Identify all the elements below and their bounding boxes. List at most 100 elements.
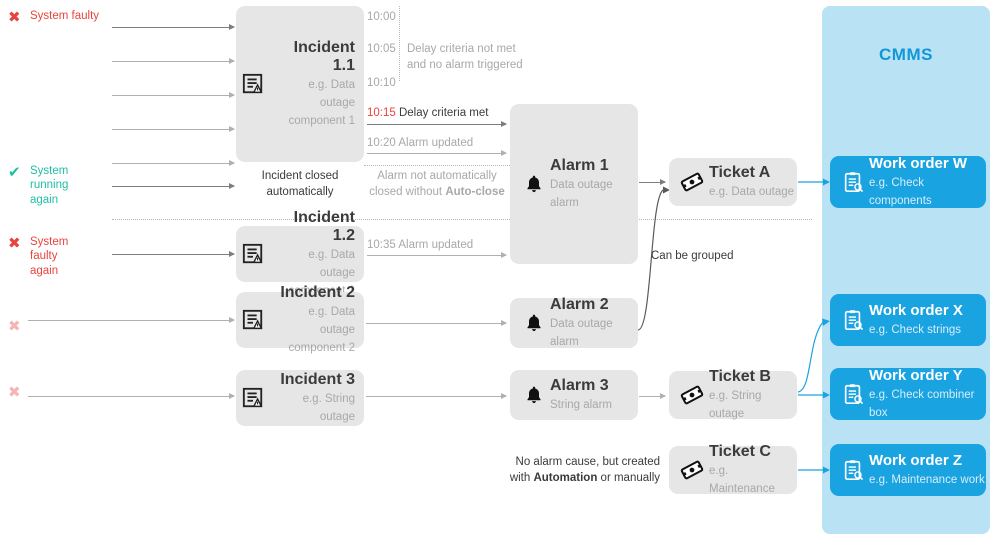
arrow-head xyxy=(229,392,235,399)
incident-1-2-text: Incident 1.2 e.g. Data outage component … xyxy=(270,209,364,299)
incident-document-icon xyxy=(236,387,270,409)
work-order-title: Work order Z xyxy=(869,452,963,469)
incident-subtitle: e.g. String outage xyxy=(302,393,355,423)
incident-1-2-node[interactable]: Incident 1.2 e.g. Data outage component … xyxy=(236,209,364,297)
arrow-head xyxy=(823,178,830,186)
ticket-title: Ticket A xyxy=(709,164,771,181)
alarm-1-node[interactable]: Alarm 1 Data outage alarm xyxy=(510,104,638,264)
automation-emphasis: Automation xyxy=(533,471,598,484)
status-system-running-again: ✔ System running again xyxy=(8,164,88,207)
incident-title: Incident 1.2 xyxy=(293,209,355,244)
can-be-grouped-curve xyxy=(637,189,664,331)
alarm3-to-ticketb-line xyxy=(639,396,665,397)
ticket-a-text: Ticket A e.g. Data outage xyxy=(709,164,797,200)
ticketb-to-wox-curve xyxy=(797,321,824,393)
timeline-dotted-connector xyxy=(399,6,400,81)
arrow-head xyxy=(663,186,670,194)
auto-close-emphasis: Auto-close xyxy=(445,185,505,198)
incident-1-1-node[interactable]: Incident 1.1 e.g. Data outage component … xyxy=(236,6,364,162)
cmms-title: CMMS xyxy=(879,45,933,64)
work-order-subtitle: e.g. Check strings xyxy=(869,324,962,336)
timeline-arrow-line xyxy=(367,153,506,154)
arrow-head xyxy=(229,316,235,323)
alarm-not-closed-text: Alarm not automatically closed without xyxy=(369,170,497,198)
ticket-subtitle: e.g. String outage xyxy=(709,390,762,420)
work-order-x-text: Work order X e.g. Check strings xyxy=(869,302,986,338)
ticket-b-text: Ticket B e.g. String outage xyxy=(709,368,797,422)
timeline-arrow-line xyxy=(28,320,234,321)
clipboard-icon xyxy=(830,309,869,331)
ticket-title: Ticket B xyxy=(709,368,771,385)
arrow-head xyxy=(823,466,830,474)
no-alarm-cause-post: or manually xyxy=(597,471,660,484)
arrow-head xyxy=(501,319,507,326)
timeline-divider xyxy=(112,219,812,220)
status-system-faulty: ✖ System faulty xyxy=(8,9,100,26)
arrow-head xyxy=(229,250,235,257)
note-divider-top xyxy=(364,165,510,166)
incident-2-node[interactable]: Incident 2 e.g. Data outage component 2 xyxy=(236,284,364,354)
cross-icon: ✖ xyxy=(8,9,21,26)
work-order-title: Work order X xyxy=(869,302,963,319)
arrow-head xyxy=(229,91,235,98)
timeline-arrow-line xyxy=(112,27,234,28)
ticket-a-node[interactable]: Ticket A e.g. Data outage xyxy=(669,158,797,206)
ticket-c-node[interactable]: Ticket C e.g. Maintenance xyxy=(669,443,797,497)
alarm-2-node[interactable]: Alarm 2 Data outage alarm xyxy=(510,296,638,348)
incident2-to-alarm2-line xyxy=(366,323,506,324)
alarm-title: Alarm 1 xyxy=(550,157,609,174)
clipboard-icon xyxy=(830,459,869,481)
timeline-arrow-line xyxy=(112,95,234,96)
status-label: System running again xyxy=(30,165,69,206)
no-alarm-cause-note: No alarm cause, but created with Automat… xyxy=(500,455,660,486)
ticket-subtitle: e.g. Maintenance xyxy=(709,465,775,495)
incident-subtitle: e.g. Data outage component 1 xyxy=(288,79,356,127)
alarm-subtitle: Data outage alarm xyxy=(550,179,613,209)
ticket-icon xyxy=(669,383,709,407)
work-order-subtitle: e.g. Check combiner box xyxy=(869,389,975,419)
incident-document-icon xyxy=(236,243,270,265)
arrow-head xyxy=(501,251,507,258)
ticket-title: Ticket C xyxy=(709,443,771,460)
cross-icon: ✖ xyxy=(8,318,21,335)
incident-3-node[interactable]: Incident 3 e.g. String outage xyxy=(236,370,364,426)
check-icon: ✔ xyxy=(8,164,21,181)
work-order-y-text: Work order Y e.g. Check combiner box xyxy=(869,367,986,421)
timeline-arrow-line xyxy=(28,396,234,397)
timeline-arrow-line xyxy=(112,129,234,130)
arrow-head xyxy=(229,125,235,132)
timeline-time: 10:00 xyxy=(367,11,396,23)
delay-not-met-note: Delay criteria not met and no alarm trig… xyxy=(407,43,523,71)
alarm-not-closed-note: Alarm not automatically closed without A… xyxy=(364,169,510,200)
alarm-3-node[interactable]: Alarm 3 String alarm xyxy=(510,370,638,420)
work-order-w-node[interactable]: Work order W e.g. Check components xyxy=(830,156,986,208)
incident-title: Incident 1.1 xyxy=(293,39,355,74)
arrow-head xyxy=(660,178,666,185)
work-order-x-node[interactable]: Work order X e.g. Check strings xyxy=(830,294,986,346)
arrow-head xyxy=(229,23,235,30)
work-order-y-node[interactable]: Work order Y e.g. Check combiner box xyxy=(830,368,986,420)
work-order-z-node[interactable]: Work order Z e.g. Maintenance work xyxy=(830,444,986,496)
ticket-b-node[interactable]: Ticket B e.g. String outage xyxy=(669,368,797,422)
bell-icon xyxy=(510,384,550,406)
timeline-time: 10:10 xyxy=(367,77,396,89)
ticket-c-text: Ticket C e.g. Maintenance xyxy=(709,443,797,497)
status-label: System faulty xyxy=(30,10,100,22)
incident-1-1-text: Incident 1.1 e.g. Data outage component … xyxy=(270,39,364,129)
alarm-subtitle: String alarm xyxy=(550,399,612,411)
arrow-head xyxy=(501,392,507,399)
work-order-title: Work order W xyxy=(869,155,968,172)
incident-title: Incident 3 xyxy=(280,371,355,388)
bell-icon xyxy=(510,312,550,334)
cross-icon: ✖ xyxy=(8,235,21,252)
alarm-1-text: Alarm 1 Data outage alarm xyxy=(550,157,638,211)
timeline-time: 10:20 xyxy=(367,137,396,149)
alarm-3-text: Alarm 3 String alarm xyxy=(550,377,638,413)
arrow-head xyxy=(660,392,666,399)
can-be-grouped-note: Can be grouped xyxy=(651,250,734,262)
incident3-to-alarm3-line xyxy=(366,396,506,397)
alarm-title: Alarm 3 xyxy=(550,377,609,394)
arrow-head xyxy=(823,391,830,399)
work-order-w-text: Work order W e.g. Check components xyxy=(869,155,986,209)
